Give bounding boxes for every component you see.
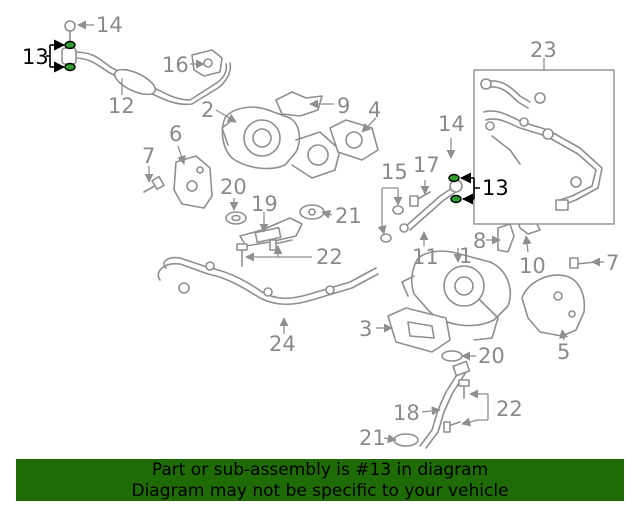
turbocharger-part-1 [401,250,512,341]
callout-9: 9 [337,94,350,118]
heat-shield-part-5 [521,274,586,337]
callout-8: 8 [473,229,486,253]
callout-4: 4 [368,98,381,122]
callout-7-left: 7 [142,144,155,168]
callout-3: 3 [359,317,372,341]
heat-shield-part-9 [275,91,323,117]
gasket-part-15 [380,205,404,243]
callout-20-lower: 20 [478,344,505,368]
gasket-part-20-left [225,211,247,225]
callout-13-left: 13 [22,45,49,69]
callout-2: 2 [201,98,214,122]
disclaimer-banner: Part or sub-assembly is #13 in diagram D… [16,459,624,501]
callout-22-mid: 22 [316,245,343,269]
callout-21-lower: 21 [359,426,386,450]
o-ring-lower-left[interactable] [64,62,76,72]
callout-14-top: 14 [96,13,123,37]
callout-16: 16 [162,53,189,77]
o-ring-upper-left[interactable] [64,40,76,50]
callout-15: 15 [381,160,408,184]
callout-1: 1 [459,244,472,268]
callout-5: 5 [557,340,570,364]
callout-21-mid: 21 [335,204,362,228]
bracket-part-16 [191,49,223,77]
callout-12: 12 [108,94,135,118]
gasket-part-4-top [329,119,379,161]
callout-labels: 1 2 3 4 5 6 7 7 8 9 10 11 12 13 13 14 14… [22,13,619,450]
coolant-pipe-part-24 [157,256,379,306]
o-ring-part-13-right[interactable] [448,173,462,204]
gasket-part-21-mid [299,204,325,220]
o-ring-upper-right[interactable] [448,173,460,183]
bolt-part-14-top [64,20,76,45]
leader-lines-part-13 [46,39,480,205]
bolts-part-22-lower [443,379,470,433]
leader-lines [77,20,604,444]
callout-11: 11 [412,245,439,269]
turbocharger-part-2 [221,106,341,179]
callout-22-lower: 22 [496,397,523,421]
callout-7-right: 7 [606,251,619,275]
callout-6: 6 [169,122,182,146]
banner-line-2: Diagram may not be specific to your vehi… [131,481,509,501]
oil-return-pipe-part-18 [419,360,471,449]
bracket-part-6 [173,155,213,209]
bracket-part-8 [497,223,515,253]
callout-14-mid: 14 [438,112,465,136]
bolt-part-17 [409,191,431,207]
callout-13-right: 13 [482,176,509,200]
gasket-part-3 [387,307,451,353]
gasket-part-20-lower [441,350,463,362]
callout-24: 24 [269,332,296,356]
callout-20-mid: 20 [220,175,247,199]
bolt-part-7-right [569,257,597,269]
gasket-part-21-lower [393,433,419,447]
callout-17: 17 [413,153,440,177]
callout-18: 18 [393,401,420,425]
callout-23: 23 [530,38,557,62]
oil-feed-pipe-part-12 [61,47,232,106]
o-ring-lower-right[interactable] [450,194,462,204]
bolts-part-22-mid [236,239,293,267]
bolt-part-7-left [143,175,165,193]
inset-box-part-23 [473,69,615,225]
callout-10: 10 [519,254,546,278]
banner-line-1: Part or sub-assembly is #13 in diagram [151,460,489,480]
callout-19: 19 [251,192,278,216]
